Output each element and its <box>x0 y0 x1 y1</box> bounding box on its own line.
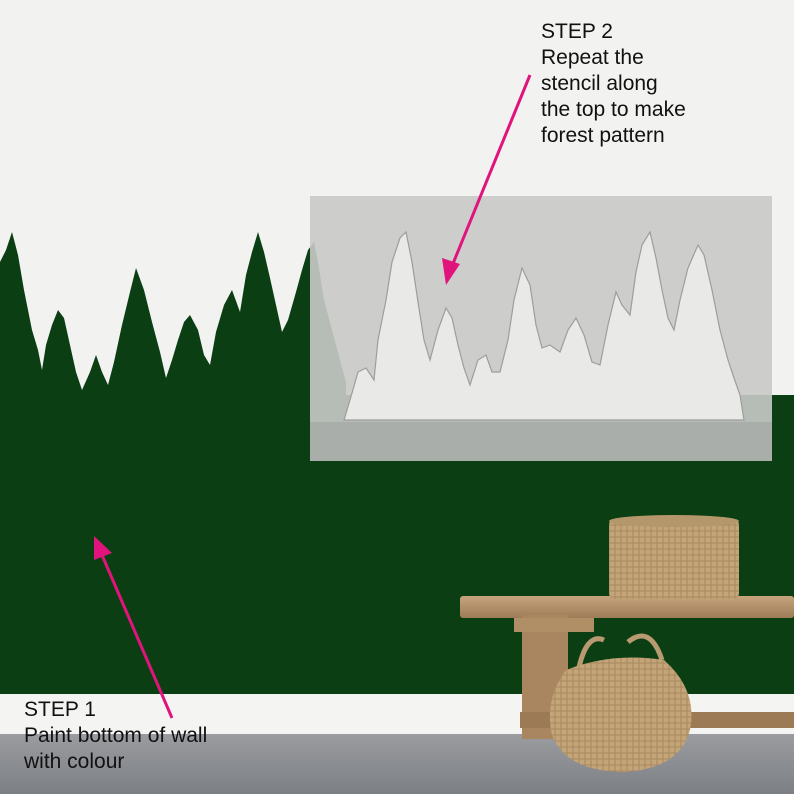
basket-rim <box>609 515 739 527</box>
bench-rail-front <box>514 618 594 632</box>
step2-caption: STEP 2 Repeat the stencil along the top … <box>541 20 686 147</box>
basket-body <box>609 519 739 599</box>
bench-top <box>460 596 794 618</box>
arrow-head-step1 <box>94 536 112 560</box>
step1-caption: STEP 1 Paint bottom of wall with colour <box>24 698 208 773</box>
basket-handle-right <box>626 633 665 661</box>
belly-basket <box>549 633 692 772</box>
arrow-head-step2 <box>442 258 460 285</box>
arrow-step1 <box>94 536 174 719</box>
round-basket <box>609 515 739 599</box>
stencil-cutout <box>343 230 745 421</box>
stencil-lower-band <box>310 422 772 461</box>
forest-silhouette <box>0 232 346 400</box>
arrow-step2 <box>442 74 532 285</box>
basket-body-floor <box>549 657 692 772</box>
